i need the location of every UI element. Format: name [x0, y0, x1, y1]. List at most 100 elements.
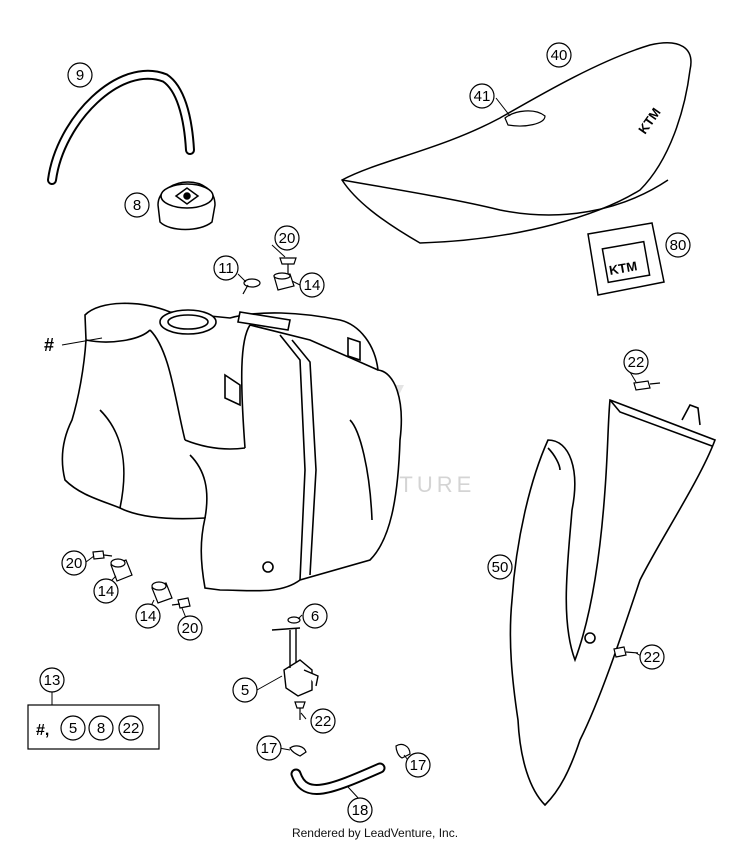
callout-circle — [302, 603, 328, 629]
callout-circle — [665, 232, 691, 258]
kit-item-5[interactable]: 5 — [60, 715, 86, 741]
part-fuel-cap[interactable] — [157, 181, 216, 231]
kit-box: #, 5 8 22 — [27, 692, 160, 750]
callout-circle — [256, 735, 282, 761]
kit-item-label: 8 — [97, 720, 105, 737]
callout-circle — [232, 677, 258, 703]
callout-label: 22 — [644, 649, 661, 666]
callout-circle — [299, 272, 325, 298]
callout-label: 17 — [410, 757, 427, 774]
tank-marker-text: # — [44, 335, 54, 355]
callout-circle — [124, 192, 150, 218]
part-bolt-11[interactable] — [242, 278, 261, 295]
callout-label: 22 — [628, 354, 645, 371]
callout-c17b[interactable]: 17 — [405, 752, 431, 778]
callout-label: 20 — [66, 555, 83, 572]
callout-label: 22 — [315, 713, 332, 730]
callout-circle — [546, 42, 572, 68]
callout-label: 14 — [140, 608, 157, 625]
callout-c41[interactable]: 41 — [469, 83, 495, 109]
part-screw-22-right[interactable] — [613, 646, 639, 658]
kit-item-circle — [88, 715, 114, 741]
callout-c6[interactable]: 6 — [302, 603, 328, 629]
part-spacer-middle[interactable] — [151, 581, 173, 604]
callout-circle — [487, 554, 513, 580]
decal-logo-text: KTM — [608, 258, 638, 278]
callout-c20a[interactable]: 20 — [274, 225, 300, 251]
part-screw-20-middle[interactable] — [171, 597, 191, 609]
callout-circle — [177, 615, 203, 641]
part-seat[interactable]: KTM — [340, 42, 692, 244]
callout-c22c[interactable]: 22 — [639, 644, 665, 670]
callout-circle — [405, 752, 431, 778]
callout-label: 40 — [551, 47, 568, 64]
callout-label: 14 — [304, 277, 321, 294]
callout-c14b[interactable]: 14 — [93, 578, 119, 604]
kit-prefix: #, — [36, 722, 49, 739]
callout-label: 9 — [76, 67, 84, 84]
part-side-cover[interactable] — [509, 398, 717, 807]
part-screw-22-top[interactable] — [633, 380, 661, 391]
callout-label: 14 — [98, 583, 115, 600]
callout-c80[interactable]: 80 — [665, 232, 691, 258]
part-vent-hose[interactable] — [47, 69, 195, 185]
kit-item-label: 5 — [69, 720, 77, 737]
callout-circle — [310, 708, 336, 734]
part-washer[interactable] — [287, 616, 301, 624]
callout-c5[interactable]: 5 — [232, 677, 258, 703]
part-clamp-left[interactable] — [289, 745, 307, 757]
callout-circle — [67, 62, 93, 88]
callout-c14a[interactable]: 14 — [299, 272, 325, 298]
callout-c11[interactable]: 11 — [213, 255, 239, 281]
callout-c40[interactable]: 40 — [546, 42, 572, 68]
footer-credit: Rendered by LeadVenture, Inc. — [291, 826, 459, 840]
callout-c8[interactable]: 8 — [124, 192, 150, 218]
kit-item-8[interactable]: 8 — [88, 715, 114, 741]
callout-c13[interactable]: 13 — [39, 667, 65, 693]
kit-item-label: 22 — [123, 720, 140, 737]
part-spacer-top[interactable] — [273, 272, 295, 291]
callout-label: 20 — [279, 230, 296, 247]
callout-label: 17 — [261, 740, 278, 757]
callout-circle — [39, 667, 65, 693]
callout-c18[interactable]: 18 — [347, 797, 373, 823]
part-decal[interactable]: KTM — [587, 222, 665, 296]
kit-item-circle — [118, 715, 144, 741]
callout-circle — [61, 550, 87, 576]
callout-label: 13 — [44, 672, 61, 689]
part-seat-patch[interactable] — [504, 110, 546, 127]
callout-c22b[interactable]: 22 — [310, 708, 336, 734]
callout-label: 41 — [474, 88, 491, 105]
callout-circle — [274, 225, 300, 251]
part-spacer-left[interactable] — [110, 558, 133, 582]
part-screw-22-tap[interactable] — [294, 701, 306, 720]
callout-label: 80 — [670, 237, 687, 254]
callout-label: 6 — [311, 608, 319, 625]
callout-label: 18 — [352, 802, 369, 819]
callout-circle — [135, 603, 161, 629]
callout-label: 11 — [218, 260, 234, 277]
kit-items: 5 8 22 — [60, 715, 144, 741]
part-fuel-tap[interactable] — [271, 627, 319, 697]
kit-item-22[interactable]: 22 — [118, 715, 144, 741]
part-clamp-right[interactable] — [395, 743, 411, 759]
callout-circle — [469, 83, 495, 109]
callout-label: 5 — [241, 682, 249, 699]
callout-c20b[interactable]: 20 — [61, 550, 87, 576]
callout-c20c[interactable]: 20 — [177, 615, 203, 641]
tank-marker: # — [44, 335, 103, 355]
callout-label: 8 — [133, 197, 141, 214]
callout-c22a[interactable]: 22 — [623, 349, 649, 375]
part-screw-20-left[interactable] — [92, 550, 113, 560]
callout-circle — [639, 644, 665, 670]
part-fuel-hose[interactable] — [290, 762, 386, 795]
callout-c17a[interactable]: 17 — [256, 735, 282, 761]
part-fuel-tank[interactable] — [61, 302, 403, 592]
callout-c50[interactable]: 50 — [487, 554, 513, 580]
callout-label: 20 — [182, 620, 199, 637]
callout-c9[interactable]: 9 — [67, 62, 93, 88]
kit-item-circle — [60, 715, 86, 741]
callout-c14c[interactable]: 14 — [135, 603, 161, 629]
